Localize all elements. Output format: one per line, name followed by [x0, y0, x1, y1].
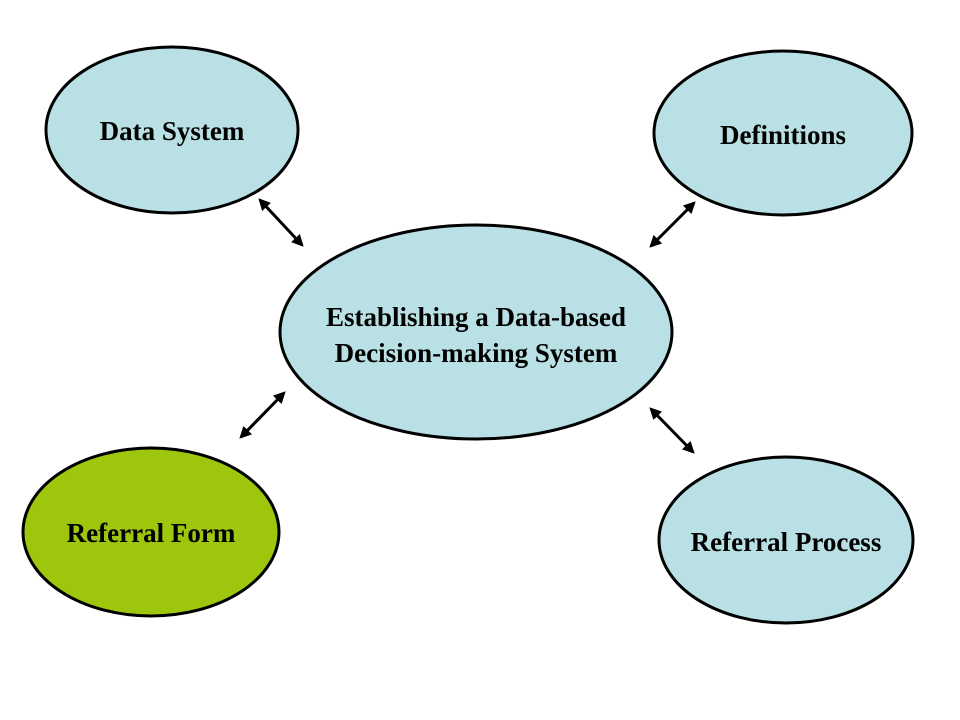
node-center-label-line2: Decision-making System	[335, 338, 618, 368]
node-data-system-shape	[44, 45, 300, 215]
node-referral-process-label: Referral Process	[691, 527, 882, 557]
arrow-referral-process-center	[649, 407, 695, 454]
node-referral-process: Referral Process	[657, 455, 915, 625]
arrow-definitions-center	[649, 201, 696, 248]
node-referral-form: Referral Form	[21, 446, 281, 618]
node-center-shape	[278, 223, 674, 441]
node-definitions-label: Definitions	[720, 120, 846, 150]
node-definitions: Definitions	[652, 49, 914, 217]
node-referral-form-label: Referral Form	[67, 518, 236, 548]
node-referral-process-shape	[657, 455, 915, 625]
node-center-label-line1: Establishing a Data-based	[326, 302, 626, 332]
arrow-data-system-center	[258, 198, 304, 247]
node-referral-form-shape	[21, 446, 281, 618]
arrow-referral-form-center	[239, 391, 286, 439]
node-data-system-label: Data System	[100, 116, 245, 146]
node-definitions-shape	[652, 49, 914, 217]
node-data-system: Data System	[44, 45, 300, 215]
node-center: Establishing a Data-based Decision-makin…	[278, 223, 674, 441]
